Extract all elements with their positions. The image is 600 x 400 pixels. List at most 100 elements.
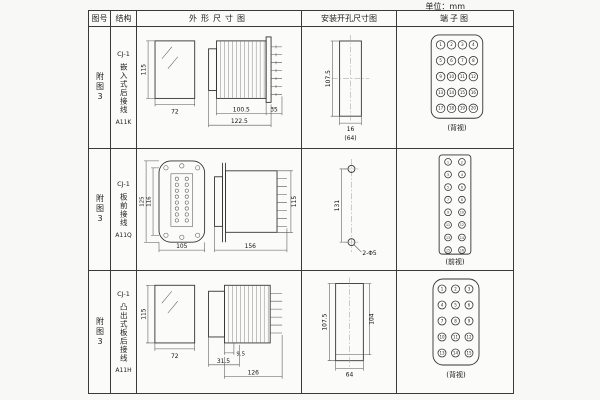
terminal-circle bbox=[444, 208, 452, 217]
dim-label: 100.5 bbox=[233, 106, 250, 113]
terminal-studs bbox=[277, 178, 287, 227]
centerlines bbox=[331, 35, 370, 123]
screw bbox=[195, 232, 201, 238]
screw bbox=[163, 165, 169, 171]
dim-label: 122.5 bbox=[231, 118, 248, 125]
terminal-studs bbox=[270, 292, 283, 334]
dim-label: 16 bbox=[347, 126, 355, 133]
col-header-terminal: 端子图 bbox=[397, 11, 513, 27]
outline-drawing-a11k: 115 72 100.5 35 122.5 bbox=[141, 36, 283, 128]
terminal-number: 5 bbox=[447, 185, 449, 189]
terminal-number: 6 bbox=[461, 185, 463, 189]
terminal-number: 6 bbox=[450, 58, 453, 63]
terminal-number: 10 bbox=[439, 334, 445, 339]
terminal-circle bbox=[464, 348, 474, 358]
dim-line-front bbox=[208, 336, 240, 367]
terminal-circle bbox=[458, 221, 466, 229]
terminal-number: 7 bbox=[441, 318, 444, 323]
dim-label: 105 bbox=[176, 243, 188, 250]
terminal-circle bbox=[458, 183, 466, 191]
terminal-circle bbox=[468, 87, 479, 98]
terminal-board bbox=[432, 278, 480, 366]
terminal-circle bbox=[437, 284, 447, 294]
terminal-number: 13 bbox=[446, 236, 450, 240]
structure-name-label: 板前接线 bbox=[119, 193, 129, 227]
terminal-number: 17 bbox=[438, 106, 444, 111]
view-caption: (前视) bbox=[445, 257, 465, 266]
terminal-circle bbox=[444, 183, 452, 191]
panel-hatch bbox=[161, 46, 179, 69]
side-body bbox=[216, 40, 267, 99]
terminal-circle bbox=[457, 87, 468, 98]
dim-line-length bbox=[224, 334, 283, 379]
terminal-circle bbox=[435, 40, 446, 50]
outline-drawing-a11h: 115 72 9.5 31.5 126 bbox=[140, 284, 283, 379]
terminal-number: 3 bbox=[461, 42, 464, 47]
terminal-number: 14 bbox=[460, 236, 464, 240]
hole-spec-label: 2-Φ5 bbox=[362, 250, 377, 257]
terminal-number: 15 bbox=[446, 248, 450, 252]
terminal-circle bbox=[451, 348, 460, 358]
terminal-circle bbox=[458, 195, 466, 204]
row1-fig-no-cell: 附图3 bbox=[89, 149, 111, 271]
install-drawing-a11q: 131 2-Φ5 bbox=[334, 159, 377, 257]
terminal-number: 4 bbox=[472, 42, 475, 47]
terminal-number: 16 bbox=[460, 248, 464, 252]
terminal-number: 20 bbox=[471, 106, 477, 111]
terminal-number: 16 bbox=[471, 90, 477, 95]
terminal-circle bbox=[458, 246, 466, 254]
front-view-body bbox=[154, 284, 196, 344]
terminal-circle bbox=[435, 71, 446, 82]
leader-line bbox=[353, 244, 362, 253]
row2-fig-no-cell: 附图3 bbox=[89, 271, 111, 393]
row2-structure-cell: CJ-1 凸出式板后接线 A11H bbox=[111, 271, 137, 393]
model-label: CJ-1 bbox=[117, 49, 130, 58]
dim-line-total bbox=[208, 90, 272, 128]
terminal-circle bbox=[446, 71, 457, 82]
dim-label: 107.5 bbox=[325, 70, 332, 87]
terminal-circle bbox=[437, 316, 447, 326]
terminal-circle bbox=[457, 71, 468, 82]
model-label: CJ-1 bbox=[117, 180, 130, 188]
terminal-number: 3 bbox=[447, 173, 449, 177]
terminal-circle bbox=[464, 284, 474, 294]
row2-install-cell: 107.5 104 64 bbox=[302, 271, 397, 393]
dim-line-height bbox=[330, 40, 340, 117]
screw bbox=[179, 234, 185, 240]
fig-no-label: 附图3 bbox=[95, 72, 105, 103]
terminal-number: 2 bbox=[450, 42, 453, 47]
fig-no-label: 附图3 bbox=[95, 316, 105, 348]
dim-label: 115 bbox=[141, 64, 148, 76]
terminal-number: 15 bbox=[466, 350, 472, 355]
terminal-number: 11 bbox=[460, 74, 466, 79]
terminal-circle bbox=[458, 158, 466, 166]
dim-line-spacing bbox=[339, 168, 348, 243]
terminal-circle bbox=[446, 103, 457, 113]
terminal-number: 8 bbox=[472, 58, 475, 63]
terminal-number: 1 bbox=[441, 286, 444, 291]
terminal-circle bbox=[457, 40, 468, 50]
terminal-number: 11 bbox=[453, 334, 459, 339]
dim-line-height bbox=[327, 283, 336, 361]
terminal-number: 10 bbox=[449, 74, 455, 79]
terminal-circle bbox=[468, 71, 479, 82]
terminal-number: 15 bbox=[460, 90, 466, 95]
terminal-circle bbox=[444, 221, 452, 229]
dim-line-outer-h bbox=[144, 160, 159, 243]
terminal-number: 3 bbox=[468, 286, 471, 291]
col-header-outline: 外形尺寸图 bbox=[137, 11, 302, 27]
dim-line-width bbox=[339, 116, 362, 126]
terminal-circle bbox=[458, 233, 466, 242]
side-body bbox=[225, 170, 278, 233]
row0-install-cell: 107.5 16 (64) bbox=[302, 27, 397, 149]
row1-install-cell: 131 2-Φ5 bbox=[302, 149, 397, 271]
structure-name-label: 嵌入式后接线 bbox=[119, 62, 129, 114]
dim-label: 72 bbox=[171, 353, 179, 360]
body-fins bbox=[228, 285, 269, 343]
terminal-circle bbox=[446, 87, 457, 98]
front-view-body bbox=[154, 40, 196, 99]
side-body bbox=[224, 284, 271, 344]
terminal-circle bbox=[451, 316, 460, 326]
dim-label: 104 bbox=[369, 313, 376, 325]
